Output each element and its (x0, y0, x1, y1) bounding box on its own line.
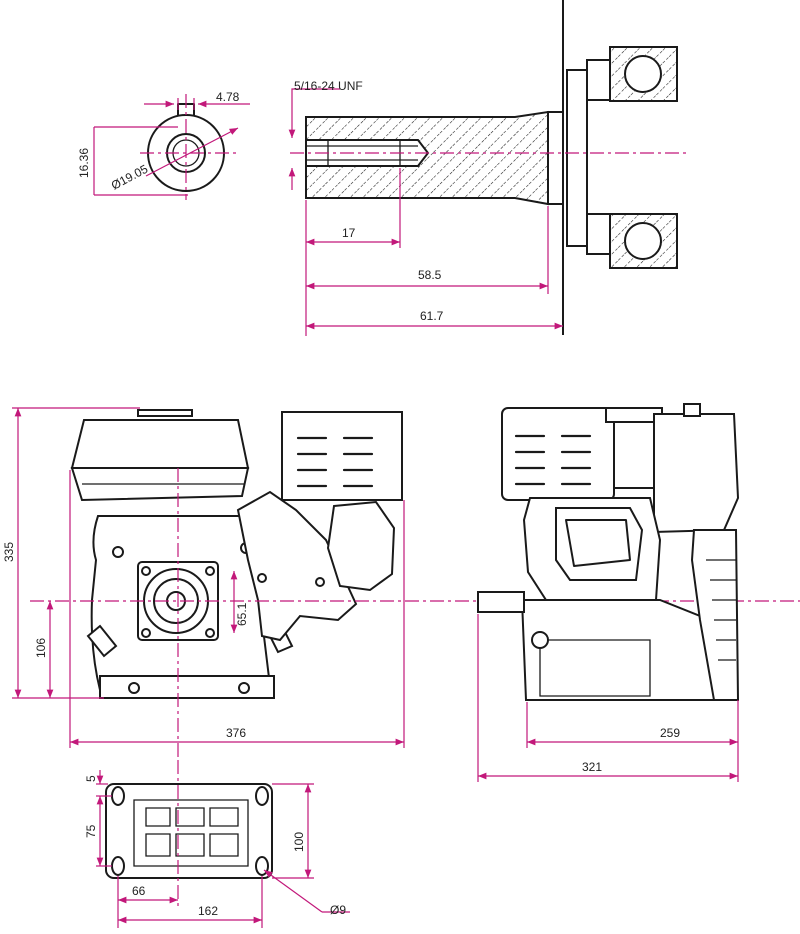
engine-base-view: 5 75 100 66 162 Ø9 (84, 760, 350, 928)
dim-shoulder-length: 58.5 (418, 268, 442, 282)
linkage-pivot (257, 573, 267, 583)
linkage-pivot (315, 577, 325, 587)
bearing-race-top (586, 59, 611, 101)
dim-hole-diameter: Ø9 (330, 903, 346, 917)
dim-base-depth: 100 (292, 832, 306, 852)
starter-handle (683, 403, 701, 417)
dim-shaft-diameter: Ø19.05 (109, 162, 151, 193)
side-air-cleaner-vents (514, 434, 592, 486)
shaft-collar (547, 111, 564, 205)
shaft-end-view: 4.78 16.36 Ø19.05 (77, 90, 250, 200)
dim-key-width: 4.78 (216, 90, 240, 104)
base-plate (105, 783, 273, 879)
recoil-starter (653, 413, 740, 534)
dim-bolt-spacing: 65.1 (235, 602, 249, 626)
ball-bearing-icon (624, 222, 662, 260)
thread-label: 5/16-24 UNF (294, 79, 363, 93)
drain-plug (86, 624, 118, 658)
mount-hole (255, 786, 269, 806)
dim-body-depth: 259 (660, 726, 680, 740)
carburetor-linkage (236, 490, 358, 642)
engine-side-view: 259 321 (477, 403, 740, 782)
flange-bolt (205, 566, 215, 576)
mount-hole (111, 786, 125, 806)
crankcase-base (99, 675, 275, 699)
mount-hole (111, 856, 125, 876)
dim-line-shaft-diameter (145, 127, 239, 177)
air-cleaner-vents (296, 436, 374, 488)
dim-total-depth: 321 (582, 760, 602, 774)
dim-axis-height: 106 (34, 638, 48, 658)
side-output-shaft (477, 591, 525, 613)
side-case-bolt (531, 631, 549, 649)
dim-key-height: 16.36 (77, 148, 91, 178)
engine-front-view: 335 106 65.1 376 (2, 407, 800, 760)
fuel-tank (70, 419, 250, 469)
side-crankcase (520, 599, 722, 701)
valve-cover-inner (565, 519, 631, 567)
air-cleaner (281, 411, 403, 501)
dim-hole-spacing-x: 162 (198, 904, 218, 918)
blower-housing (690, 529, 740, 701)
dim-width: 376 (226, 726, 246, 740)
case-bolt (128, 682, 140, 694)
dim-total-length: 61.7 (420, 309, 444, 323)
dim-height: 335 (2, 542, 16, 562)
side-fuel-tank (613, 421, 659, 489)
dim-edge-offset: 5 (84, 775, 98, 782)
flange-bolt (141, 628, 151, 638)
dim-line-hole-diameter (263, 869, 323, 913)
dim-hole-spacing-y: 75 (84, 824, 98, 838)
seal-ring (566, 69, 588, 247)
ball-bearing-icon (624, 55, 662, 93)
dim-offset-x: 66 (132, 884, 146, 898)
flange-bolt (141, 566, 151, 576)
fuel-cap (137, 409, 193, 417)
base-ribs (133, 799, 249, 867)
bearing-race-bottom (586, 213, 611, 255)
shaft-section-view: 5/16-24 UNF 17 58.5 61.7 (288, 0, 690, 336)
thread-leader (288, 88, 340, 138)
side-case-panel (539, 639, 651, 697)
case-bolt (112, 546, 124, 558)
side-air-cleaner (501, 407, 615, 501)
flange-bolt (205, 628, 215, 638)
muffler (326, 500, 396, 592)
blower-fins (706, 559, 736, 661)
dim-thread-depth: 17 (342, 226, 356, 240)
case-bolt (238, 682, 250, 694)
